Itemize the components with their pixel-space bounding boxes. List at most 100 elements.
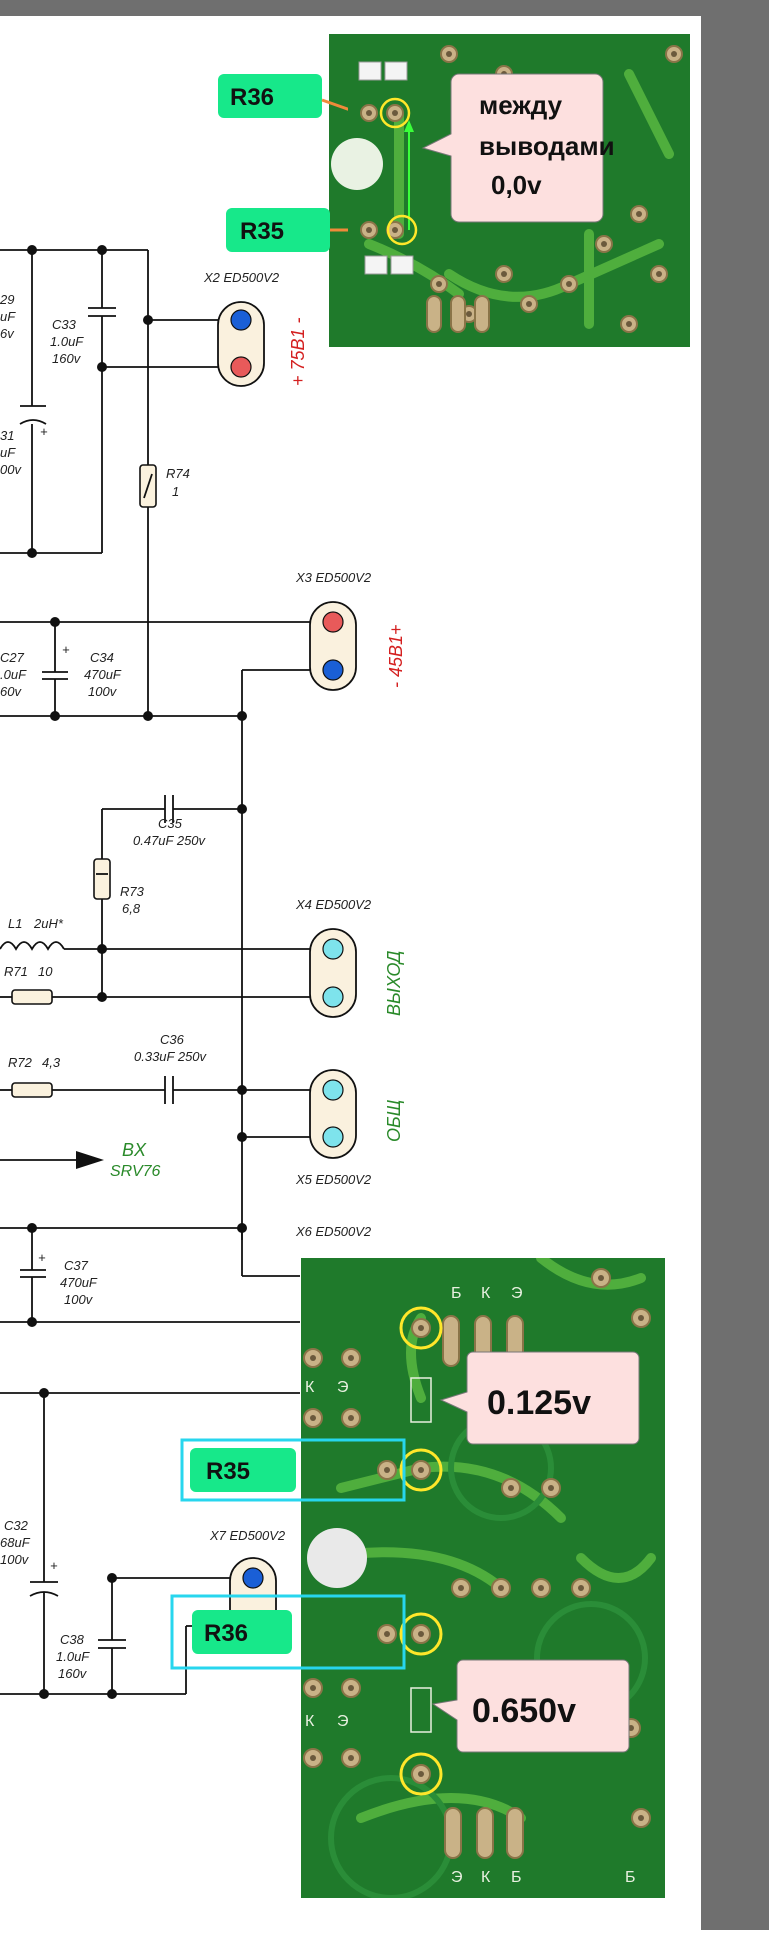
schematic: R74 1 29 uF 6v + 31 uF 00v C33 1.0uF 160…	[0, 245, 406, 1699]
r71-ref: R71	[4, 964, 28, 979]
l1-value: 2uH*	[33, 916, 64, 931]
highlight-pin-3	[399, 1612, 443, 1656]
c31-voltage: 00v	[0, 462, 22, 477]
section-x6: + C37 470uF 100v X6 ED500V2	[0, 1223, 372, 1327]
x4-pin-1	[322, 938, 344, 960]
input-label-srv: SRV76	[110, 1163, 161, 1180]
tag-r36-bottom-text: R36	[204, 1620, 248, 1647]
section-x5: R72 4,3 C36 0.33uF 250v X5 ED500V2 ОБЩ B…	[0, 1032, 404, 1187]
c31-value: uF	[0, 445, 16, 460]
callout-line-1: между	[479, 90, 563, 120]
c33-voltage: 160v	[52, 351, 82, 366]
x2-label: X2 ED500V2	[203, 270, 280, 285]
x2-pin-2	[230, 356, 252, 378]
silk-k-1: К	[481, 1285, 491, 1302]
x2-connector	[217, 301, 265, 387]
c32-value: 68uF	[0, 1535, 31, 1550]
silk-b-1: Б	[451, 1285, 462, 1302]
r71-resistor	[11, 989, 53, 1005]
silk-b-4: Б	[511, 1869, 522, 1886]
tag-r36-top	[218, 74, 322, 118]
c29-ref: 29	[0, 292, 14, 307]
silk-k-2: К	[305, 1379, 315, 1396]
r73-value: 6,8	[122, 901, 141, 916]
c37-value: 470uF	[60, 1275, 98, 1290]
tag-r36-bottom-frame	[170, 1594, 406, 1670]
callout-reading-2	[431, 1659, 630, 1753]
pcb-photo-top: между выводами 0,0v	[329, 34, 690, 347]
highlight-r36-pin	[379, 97, 411, 129]
silk-e-3: Э	[337, 1713, 349, 1730]
silk-e-4: Э	[451, 1869, 463, 1886]
c38-voltage: 160v	[58, 1666, 88, 1681]
c32-ref: C32	[4, 1518, 29, 1533]
r74-value: 1	[172, 484, 179, 499]
x3-connector	[309, 601, 357, 691]
c31-plus: +	[40, 424, 48, 439]
x3-label: X3 ED500V2	[295, 570, 372, 585]
r73-ref: R73	[120, 884, 145, 899]
silk-e-1: Э	[511, 1285, 523, 1302]
c38-value: 1.0uF	[56, 1649, 90, 1664]
c35-value: 0.47uF 250v	[133, 833, 207, 848]
c29-value: uF	[0, 309, 16, 324]
c33-ref: C33	[52, 317, 77, 332]
c32-voltage: 100v	[0, 1552, 30, 1567]
x5-label: X5 ED500V2	[295, 1172, 372, 1187]
c29-voltage: 6v	[0, 326, 15, 341]
reading-1: 0.125v	[487, 1384, 591, 1422]
input-arrow	[76, 1151, 104, 1169]
c37-ref: C37	[64, 1258, 89, 1273]
frame-right	[701, 0, 769, 1930]
tag-r35-bottom	[190, 1448, 296, 1492]
highlight-pin-2	[399, 1448, 443, 1492]
x3-pin-2	[322, 659, 344, 681]
silk-e-2: Э	[337, 1379, 349, 1396]
x7-label: X7 ED500V2	[209, 1528, 286, 1543]
section-x4: C35 0.47uF 250v R73 6,8 L1 2uH* R71 10 X…	[0, 795, 404, 1018]
c36-value: 0.33uF 250v	[134, 1049, 208, 1064]
tag-r36-top-text: R36	[230, 84, 274, 111]
highlight-pin-4	[399, 1752, 443, 1796]
top-tags: R36 R35	[218, 74, 348, 252]
x5-connector	[309, 1069, 357, 1159]
highlight-r35-pin	[386, 214, 418, 246]
l1-inductor	[0, 941, 65, 951]
tag-r35-bottom-text: R35	[206, 1458, 250, 1485]
bottom-tags: R35 R36	[170, 1438, 406, 1670]
silk-k-3: К	[305, 1713, 315, 1730]
l1-ref: L1	[8, 916, 22, 931]
x3-net-label: - 45B1+	[386, 624, 406, 688]
reading-2: 0.650v	[472, 1692, 576, 1730]
x5-pin-1	[322, 1079, 344, 1101]
tag-r36-bottom	[192, 1610, 292, 1654]
r73-resistor	[93, 858, 111, 900]
section-top: R74 1 29 uF 6v + 31 uF 00v C33 1.0uF 160…	[0, 245, 308, 716]
pcb-photo-bottom: Б К Э К Э К Э Э К Б Б 0.125v 0.650v	[301, 1258, 665, 1898]
tag-r35-top-text: R35	[240, 218, 284, 245]
c36-ref: C36	[160, 1032, 185, 1047]
silk-k-4: К	[481, 1869, 491, 1886]
r71-value: 10	[38, 964, 53, 979]
c38-ref: C38	[60, 1632, 85, 1647]
x4-pin-2	[322, 986, 344, 1008]
r72-resistor	[11, 1082, 53, 1098]
c35-ref: C35	[158, 816, 183, 831]
x2-pin-1	[230, 309, 252, 331]
x4-net-label: ВЫХОД	[384, 950, 404, 1016]
x3-pin-1	[322, 611, 344, 633]
callout-top	[421, 73, 604, 223]
c31-ref: 31	[0, 428, 14, 443]
c34-plus: +	[62, 642, 70, 657]
r72-value: 4,3	[42, 1055, 61, 1070]
c33-value: 1.0uF	[50, 334, 84, 349]
c32-plus: +	[50, 1558, 58, 1573]
callout-line-3: 0,0v	[491, 170, 542, 200]
tag-r35-bottom-frame	[180, 1438, 406, 1502]
x7-pin-1	[242, 1567, 264, 1589]
r74-ref: R74	[166, 466, 190, 481]
x2-net-label: + 75B1 -	[288, 317, 308, 386]
highlight-pin-1	[399, 1306, 443, 1350]
input-label-bx: BX	[122, 1140, 147, 1160]
